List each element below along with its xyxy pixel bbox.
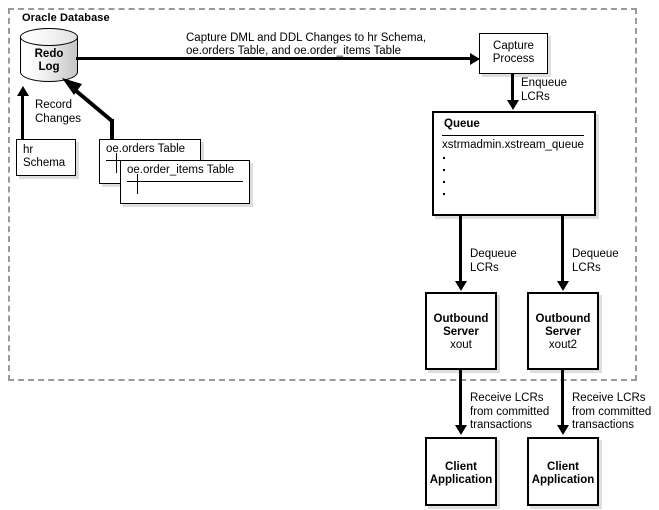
oe-order-items-table-rule	[127, 181, 243, 182]
client-application-right-line1: Client	[547, 461, 579, 473]
redo-log-label-line1: Redo	[34, 48, 64, 60]
enqueue-arrow-line	[511, 74, 514, 102]
enqueue-lcrs-label: Enqueue LCRs	[521, 77, 568, 103]
client-application-left-line1: Client	[445, 461, 477, 473]
enqueue-arrowhead	[506, 100, 519, 110]
outbound-server-xout2-box: Outbound Server xout2	[527, 292, 599, 370]
receive-left-arrowhead	[454, 425, 467, 435]
dequeue-lcrs-right-label: Dequeue LCRs	[572, 248, 619, 274]
receive-right-arrow-line	[561, 370, 564, 428]
hr-schema-label-line1: hr	[23, 144, 34, 156]
dequeue-lcrs-left-label: Dequeue LCRs	[470, 248, 517, 274]
record-changes-label: Record Changes	[35, 99, 82, 125]
outbound-server-xout-line2: Server	[443, 326, 479, 338]
capture-process-label-line2: Process	[492, 53, 535, 65]
capture-changes-arrow-line	[76, 57, 474, 60]
outbound-server-xout-name: xout	[450, 339, 472, 351]
queue-continuation-dot	[443, 169, 445, 171]
client-application-left-line2: Application	[429, 474, 493, 486]
queue-continuation-dot	[443, 181, 445, 183]
dequeue-left-arrow-line	[459, 216, 462, 283]
client-application-left-box: Client Application	[425, 437, 497, 506]
outbound-server-xout2-line2: Server	[545, 326, 581, 338]
receive-lcrs-left-label: Receive LCRs from committed transactions	[470, 392, 550, 431]
oracle-database-boundary	[8, 8, 637, 381]
redo-log-cylinder: Redo Log	[20, 28, 78, 82]
dequeue-left-arrowhead	[454, 281, 467, 291]
outbound-server-xout2-line1: Outbound	[535, 313, 591, 325]
outbound-server-xout-line1: Outbound	[433, 313, 489, 325]
oe-orders-table-title: oe.orders Table	[106, 143, 186, 155]
capture-changes-arrowhead	[470, 52, 480, 65]
oracle-database-title: Oracle Database	[22, 12, 110, 24]
dequeue-right-arrow-line	[561, 216, 564, 283]
capture-process-label-line1: Capture	[493, 40, 534, 52]
queue-entry: xstrmadmin.xstream_queue	[442, 139, 584, 151]
capture-changes-label-line1: Capture DML and DDL Changes to hr Schema…	[186, 32, 427, 44]
redo-log-label: Redo Log	[20, 48, 78, 74]
outbound-server-xout2-name: xout2	[548, 339, 578, 351]
queue-box: Queue xstrmadmin.xstream_queue	[432, 111, 596, 216]
hr-schema-box: hr Schema	[16, 139, 76, 176]
redo-log-top-ellipse	[20, 28, 78, 46]
client-application-right-line2: Application	[531, 474, 595, 486]
outbound-server-xout-box: Outbound Server xout	[425, 292, 497, 370]
queue-continuation-dot	[443, 193, 445, 195]
queue-title: Queue	[444, 118, 480, 130]
redo-log-label-line2: Log	[38, 61, 60, 73]
oe-order-items-table-title: oe.order_items Table	[127, 164, 235, 176]
oe-order-items-table-stem	[137, 174, 138, 194]
client-application-right-box: Client Application	[527, 437, 599, 506]
capture-process-box: Capture Process	[479, 33, 548, 74]
capture-changes-label-line2: oe.orders Table, and oe.order_items Tabl…	[186, 45, 402, 57]
hr-schema-label-line2: Schema	[23, 157, 66, 169]
record-changes-arrowhead	[16, 86, 29, 96]
receive-right-arrowhead	[556, 425, 569, 435]
dequeue-right-arrowhead	[556, 281, 569, 291]
oe-orders-table-stem	[116, 153, 117, 173]
receive-left-arrow-line	[459, 370, 462, 428]
record-changes-arrow-line	[21, 96, 24, 140]
queue-title-rule	[442, 135, 584, 136]
receive-lcrs-right-label: Receive LCRs from committed transactions	[572, 392, 652, 431]
oe-order-items-table-box: oe.order_items Table	[120, 160, 250, 204]
queue-continuation-dot	[443, 157, 445, 159]
